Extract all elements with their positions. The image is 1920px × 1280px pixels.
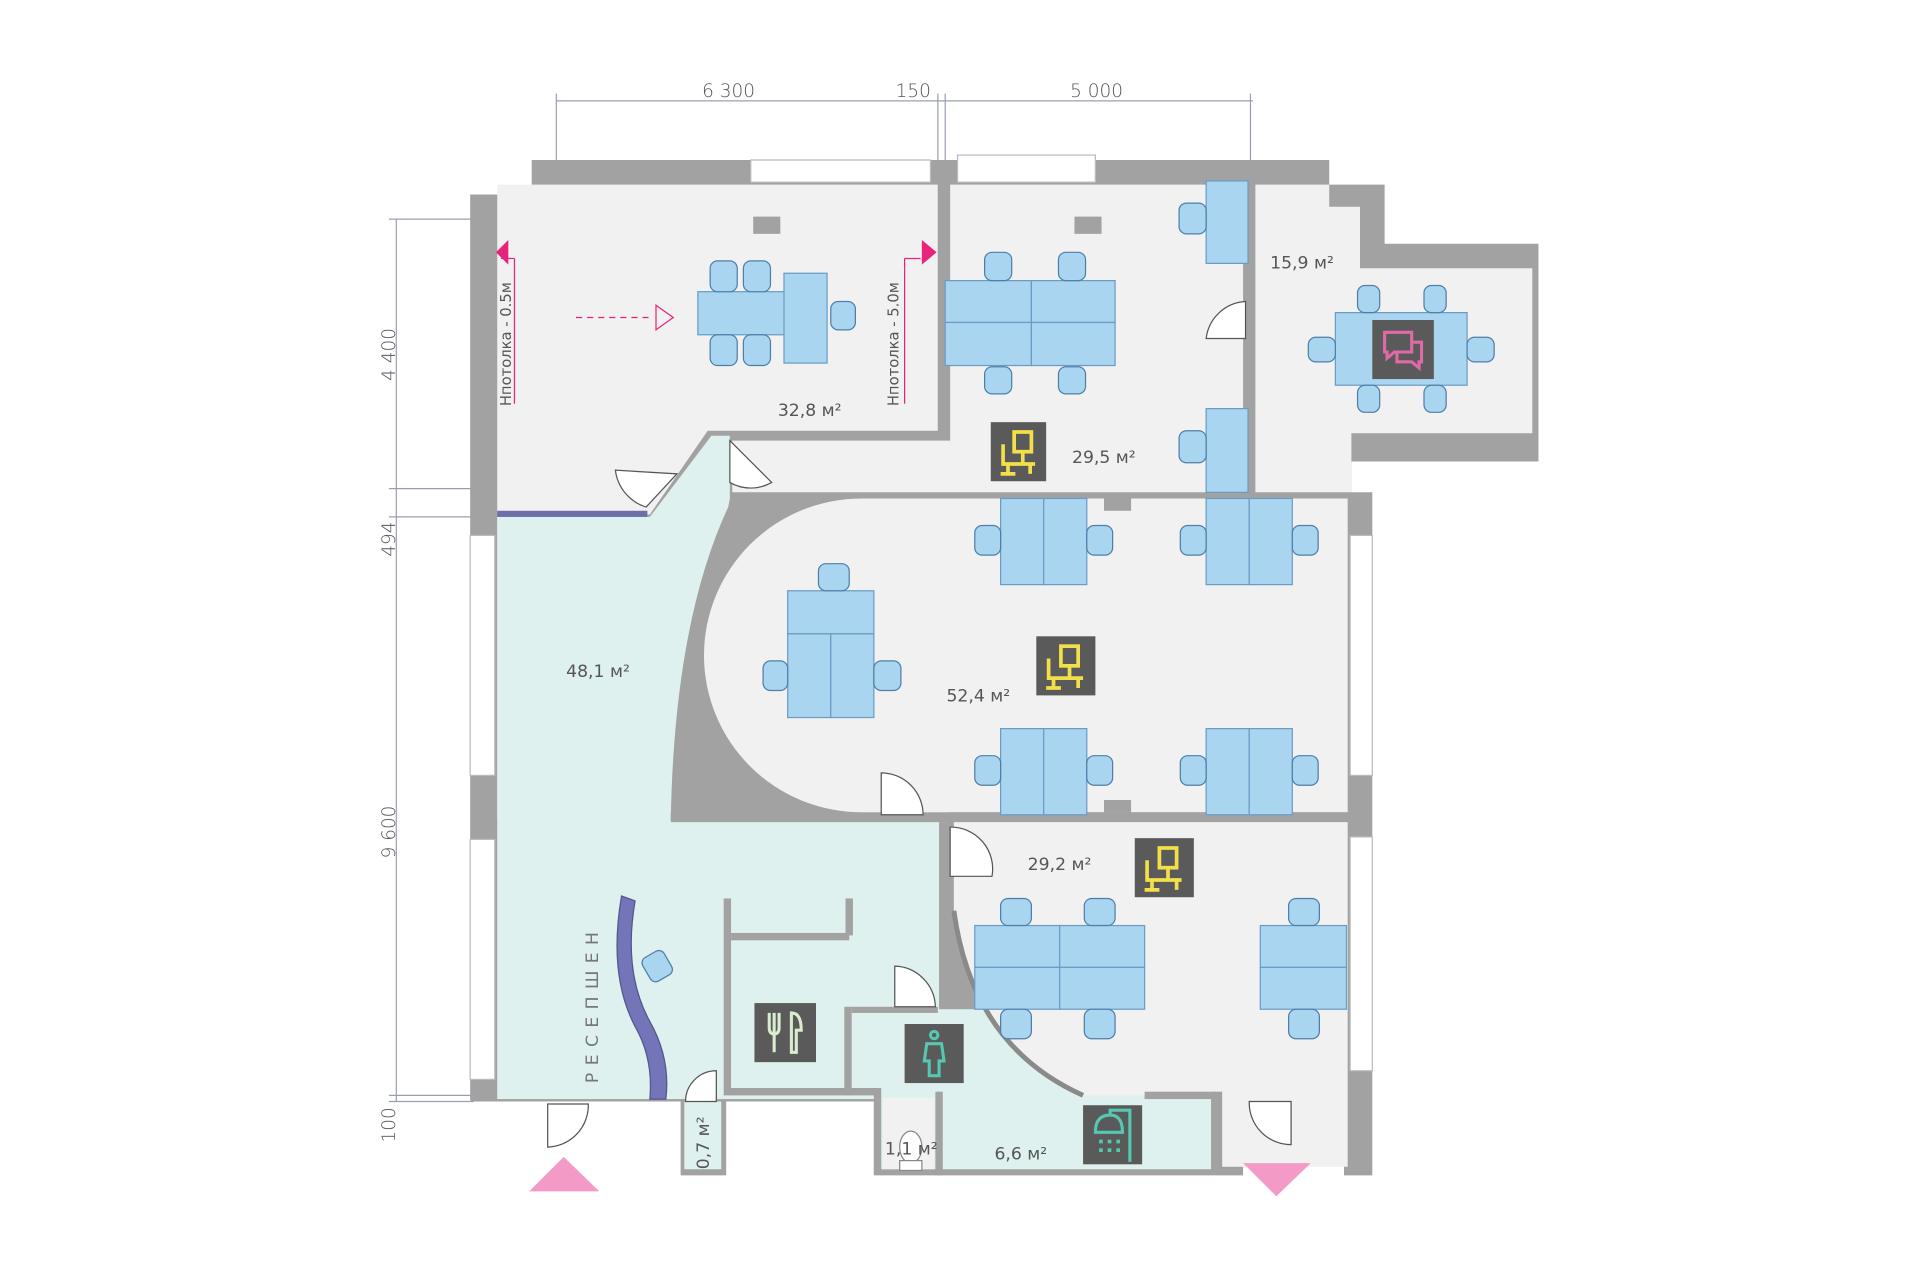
desk [974, 966, 1061, 1010]
toilet-icon [904, 1024, 964, 1084]
wc-area: 1,1 м² [885, 1139, 938, 1159]
wc-toilet-fixture [899, 1130, 923, 1172]
ceiling-markers: Hпотолка - 0.5м Hпотолка - 5.0м [496, 240, 937, 406]
reception-label: РЕСЕПШЕН [583, 925, 603, 1083]
chair [1291, 755, 1319, 786]
chair [1000, 1008, 1032, 1040]
reception-desk [616, 895, 668, 1100]
chair [1423, 384, 1447, 413]
chair [1179, 524, 1207, 556]
chair [1178, 430, 1207, 464]
ceiling-low-label: Hпотолка - 0.5м [498, 282, 515, 406]
workstation-icon [990, 422, 1047, 482]
desk [1205, 180, 1249, 264]
desk [783, 272, 828, 364]
dimension-lines: 6 300 150 5 000 4 400 494 9 600 100 [379, 81, 1253, 1143]
desk [944, 280, 1032, 324]
chair [873, 660, 902, 692]
chair [984, 251, 1013, 282]
desk [1030, 321, 1116, 367]
chat-icon [1372, 320, 1434, 380]
entrance-arrow [529, 1156, 600, 1192]
chair [1000, 897, 1032, 927]
desk [830, 633, 875, 719]
kitchen-icon [754, 1003, 816, 1063]
chair [1057, 251, 1087, 282]
desk [1000, 497, 1045, 586]
desk [1248, 728, 1293, 816]
chair [1083, 897, 1116, 927]
desk [1205, 728, 1250, 816]
area-labels: 32,8 м² 29,5 м² 15,9 м² 52,4 м² 48,1 м² … [566, 253, 1334, 1169]
meeting-room-area: 32,8 м² [778, 401, 842, 421]
chair [742, 334, 772, 367]
bath-area: 6,6 м² [994, 1144, 1047, 1164]
chair [1356, 384, 1381, 413]
openspace-area: 52,4 м² [946, 687, 1010, 707]
chair [1291, 524, 1319, 556]
closet-area: 0,7 м² [694, 1116, 714, 1169]
chair [1057, 366, 1087, 395]
desk [1248, 497, 1293, 586]
chair [709, 260, 738, 293]
workstation-icon [1134, 838, 1194, 898]
desk [1259, 966, 1348, 1010]
chair [742, 260, 772, 293]
desk [1043, 728, 1088, 816]
chair [709, 334, 738, 367]
chair [1423, 284, 1447, 314]
chair [1178, 202, 1207, 235]
desk [787, 590, 875, 635]
exit-arrow [1243, 1163, 1311, 1197]
dim-left-1: 4 400 [379, 328, 400, 381]
ceiling-high-label: Hпотолка - 5.0м [885, 282, 902, 406]
chair [974, 755, 1002, 786]
desk [787, 633, 832, 719]
office-north-area: 29,5 м² [1072, 448, 1136, 468]
desk [1030, 280, 1116, 324]
chair [817, 563, 850, 592]
workstation-icon [1036, 636, 1096, 696]
chair [974, 524, 1002, 556]
desk [944, 321, 1032, 367]
chair [1307, 336, 1336, 363]
dim-top-3: 5 000 [1070, 81, 1123, 102]
chair [984, 366, 1013, 395]
desk [1059, 966, 1146, 1010]
desk [1205, 497, 1250, 586]
chair [762, 660, 789, 692]
desk [1059, 924, 1146, 969]
dim-left-4: 100 [379, 1107, 400, 1142]
desk [1043, 497, 1088, 586]
chair [1288, 897, 1320, 927]
desk [1259, 924, 1348, 969]
desk [1000, 728, 1045, 816]
chair [830, 300, 856, 331]
furniture [697, 180, 1495, 1040]
shower-icon [1083, 1105, 1143, 1165]
arrow-left-icon [496, 240, 509, 265]
chair [1086, 524, 1114, 556]
reception-hall-area: 48,1 м² [566, 662, 630, 682]
dim-left-2: 494 [379, 521, 400, 556]
arrow-right-icon [921, 240, 937, 265]
chair [1288, 1008, 1320, 1040]
reception-chair [641, 949, 674, 983]
chair [1356, 284, 1381, 314]
dim-top-1: 6 300 [702, 81, 755, 102]
office-south-area: 29,2 м² [1028, 855, 1092, 875]
chair [1179, 755, 1207, 786]
chair [1083, 1008, 1116, 1040]
desk [1205, 408, 1249, 493]
desk [974, 924, 1061, 969]
chair [1086, 755, 1114, 786]
dim-left-3: 9 600 [379, 806, 400, 859]
doors [547, 300, 1292, 1148]
chair [1466, 336, 1495, 363]
lounge-area: 15,9 м² [1270, 253, 1334, 273]
dim-top-2: 150 [896, 81, 931, 102]
